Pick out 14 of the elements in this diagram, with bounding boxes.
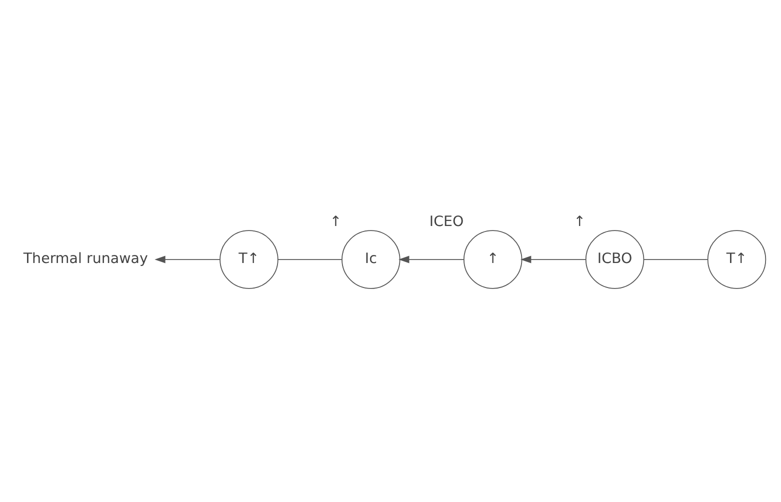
node-circle: ICBO [585, 230, 644, 288]
node-circle: T↑ [707, 230, 766, 288]
connector [643, 258, 708, 260]
arrow [154, 255, 220, 263]
arrow [398, 255, 464, 263]
node-label: ICEO [429, 213, 464, 230]
node-circle: ↑ [464, 230, 522, 288]
node-circle: Ic [342, 230, 400, 288]
connector [278, 258, 342, 260]
node-label: ↑ [574, 213, 586, 230]
arrow [520, 255, 586, 263]
node-label: ↑ [330, 213, 342, 230]
node-text: Thermal runaway [23, 250, 148, 266]
node-circle: T↑ [220, 230, 278, 288]
